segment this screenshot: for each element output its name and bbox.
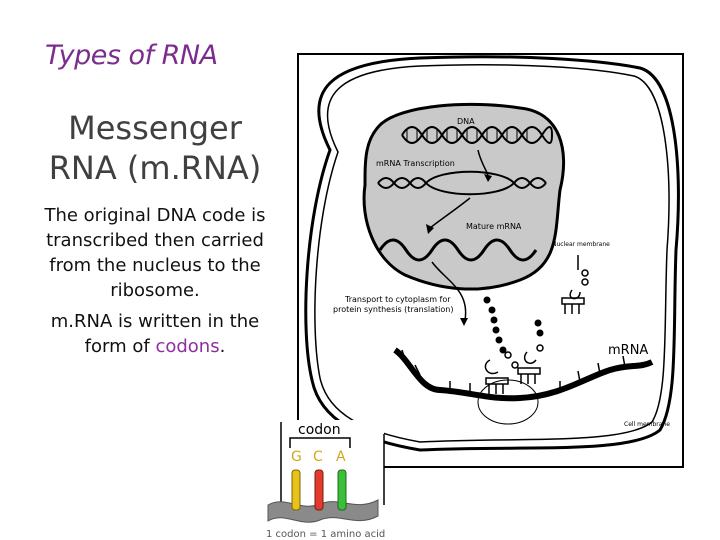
paragraph-transcription: The original DNA code is transcribed the… [44,205,266,301]
label-cell-membrane: Cell membrane [624,421,670,428]
arrow-head-1 [484,174,492,182]
label-transcription: mRNA Transcription [376,159,455,168]
diagram-frame [297,53,684,468]
peg-a [337,469,347,511]
mrna-bases [401,349,626,394]
codons-highlight: codons [155,336,220,357]
label-dna: DNA [457,117,475,126]
arrow-head-3 [460,318,468,326]
cytoplasm-mrna-strand [393,347,654,402]
codon-label: codon [298,422,341,438]
label-transport-2: protein synthesis (translation) [333,305,453,314]
ribosome [477,379,539,425]
mature-mrna-strand [378,238,538,262]
heading-line-2: RNA (m.RNA) [48,149,262,187]
base-a: A [336,449,346,465]
codon-caption: 1 codon = 1 amino acid [266,529,385,540]
arrow-to-mature [429,197,471,229]
nucleus [362,102,566,291]
trna-free [561,255,589,314]
heading-line-1: Messenger [68,109,242,147]
base-c: C [313,449,323,465]
body-text: The original DNA code is transcribed the… [40,203,270,365]
base-g: G [291,449,302,465]
amino-acid-chain [483,296,544,354]
slide-title: Types of RNA [45,40,218,71]
label-transport-1: Transport to cytoplasm for [344,295,451,304]
dna-helix [401,126,553,144]
label-mrna: mRNA [608,343,648,358]
arrow-head-2 [426,224,434,234]
peg-g [291,469,301,511]
paragraph-codons-suffix: . [219,336,226,357]
transcription-bubble [377,170,547,196]
arrow-transport [431,261,467,321]
section-heading: Messenger RNA (m.RNA) [40,108,270,188]
codon-bracket [289,437,351,448]
label-nuclear-membrane: Nuclear membrane [552,241,610,248]
peg-c [314,469,324,511]
paragraph-codons: m.RNA is written in the form of codons. [40,309,270,359]
paragraph-codons-prefix: m.RNA is written in the form of [50,311,260,357]
label-mature-mrna: Mature mRNA [466,222,522,231]
cell-membrane [304,55,680,452]
cell-membrane-inner [314,63,670,443]
